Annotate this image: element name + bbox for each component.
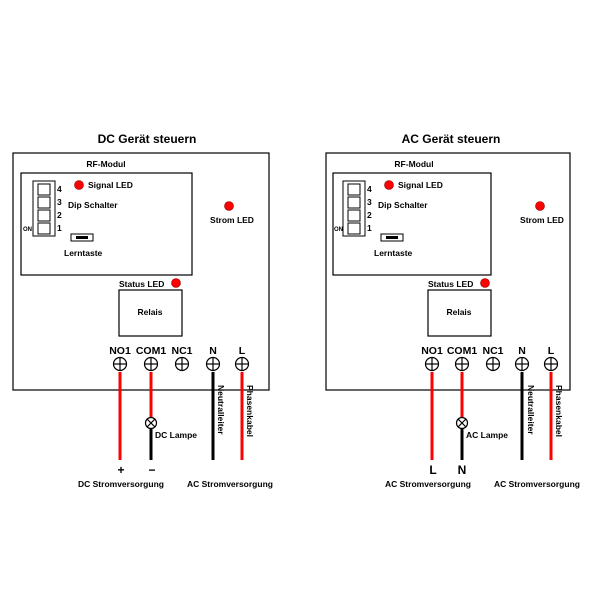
power-led-label: Strom LED: [210, 215, 254, 225]
learn-button-knob: [386, 236, 398, 239]
terminal-label-nc1: NC1: [482, 345, 503, 357]
wire-mark-left: L: [429, 463, 436, 477]
terminal-screw: [543, 356, 559, 372]
lamp-icon: [455, 416, 469, 430]
lamp-label: AC Lampe: [466, 430, 508, 440]
dip-switch-cell: [37, 209, 51, 222]
terminal-screw: [485, 356, 501, 372]
dip-switch-cell: [37, 196, 51, 209]
dip-switch-cell: [37, 222, 51, 235]
supply-right-label: AC Stromversorgung: [494, 479, 580, 489]
dip-number: 3: [57, 197, 62, 207]
signal-led: [74, 180, 84, 190]
status-led: [171, 278, 181, 288]
status-led: [480, 278, 490, 288]
supply-right-label: AC Stromversorgung: [187, 479, 273, 489]
rf-module-label: RF-Modul: [394, 159, 433, 169]
dip-number: 1: [367, 223, 372, 233]
neutral-wire-label: Neutralleiter: [526, 385, 536, 435]
lamp-label: DC Lampe: [155, 430, 197, 440]
on-label: ON: [23, 227, 32, 233]
terminal-screw: [424, 356, 440, 372]
phase-wire-label: Phasenkabel: [554, 385, 564, 437]
dip-number: 2: [367, 210, 372, 220]
terminal-label-nc1: NC1: [171, 345, 192, 357]
signal-led-label: Signal LED: [398, 180, 443, 190]
terminal-screw: [205, 356, 221, 372]
terminal-label-n: N: [518, 345, 526, 357]
dip-switch-label: Dip Schalter: [378, 200, 428, 210]
dip-switch-cell: [347, 209, 361, 222]
supply-left-label: DC Stromversorgung: [78, 479, 164, 489]
neutral-wire-label: Neutralleiter: [216, 385, 226, 435]
signal-led: [384, 180, 394, 190]
dip-number: 1: [57, 223, 62, 233]
status-led-label: Status LED: [119, 279, 164, 289]
terminal-screw: [234, 356, 250, 372]
dip-number: 4: [367, 184, 372, 194]
wire-mark-right: −: [148, 463, 155, 477]
phase-wire-label: Phasenkabel: [245, 385, 255, 437]
dip-switch-cell: [37, 183, 51, 196]
panel-dc: DC Gerät steuern RF-Modul 4 3 2 1 ON Sig…: [12, 132, 273, 489]
learn-button-knob: [76, 236, 88, 239]
dip-number: 4: [57, 184, 62, 194]
signal-led-label: Signal LED: [88, 180, 133, 190]
supply-left-label: AC Stromversorgung: [385, 479, 471, 489]
on-label: ON: [334, 227, 343, 233]
terminal-screw: [112, 356, 128, 372]
dip-switch: 4 3 2 1 ON: [334, 180, 372, 237]
relay-label: Relais: [446, 307, 471, 317]
dip-number: 3: [367, 197, 372, 207]
terminal-label-com1: COM1: [136, 345, 166, 357]
terminal-screw: [454, 356, 470, 372]
terminal-screw: [514, 356, 530, 372]
panel-title: AC Gerät steuern: [402, 132, 501, 146]
panel-title: DC Gerät steuern: [98, 132, 197, 146]
relay: [427, 289, 492, 337]
wire-mark-left: +: [117, 463, 124, 477]
relay: [118, 289, 183, 337]
dip-switch-cell: [347, 183, 361, 196]
terminal-label-l: L: [239, 345, 246, 357]
terminal-screw: [143, 356, 159, 372]
dip-switch-cell: [347, 196, 361, 209]
power-led-label: Strom LED: [520, 215, 564, 225]
status-led-label: Status LED: [428, 279, 473, 289]
terminal-label-l: L: [548, 345, 555, 357]
terminal-label-com1: COM1: [447, 345, 477, 357]
dip-switch-label: Dip Schalter: [68, 200, 118, 210]
lamp-icon: [144, 416, 158, 430]
terminal-screw: [174, 356, 190, 372]
dip-number: 2: [57, 210, 62, 220]
dip-switch: 4 3 2 1 ON: [23, 180, 62, 237]
rf-module-label: RF-Modul: [86, 159, 125, 169]
power-led: [224, 201, 234, 211]
wire-mark-right: N: [458, 463, 467, 477]
learn-button-label: Lerntaste: [64, 248, 103, 258]
terminal-label-no1: NO1: [109, 345, 131, 357]
relay-label: Relais: [137, 307, 162, 317]
learn-button-label: Lerntaste: [374, 248, 413, 258]
terminal-label-n: N: [209, 345, 217, 357]
power-led: [535, 201, 545, 211]
panel-ac: AC Gerät steuern RF-Modul 4 3 2 1 ON Sig…: [325, 132, 580, 489]
dip-switch-cell: [347, 222, 361, 235]
terminal-label-no1: NO1: [421, 345, 443, 357]
